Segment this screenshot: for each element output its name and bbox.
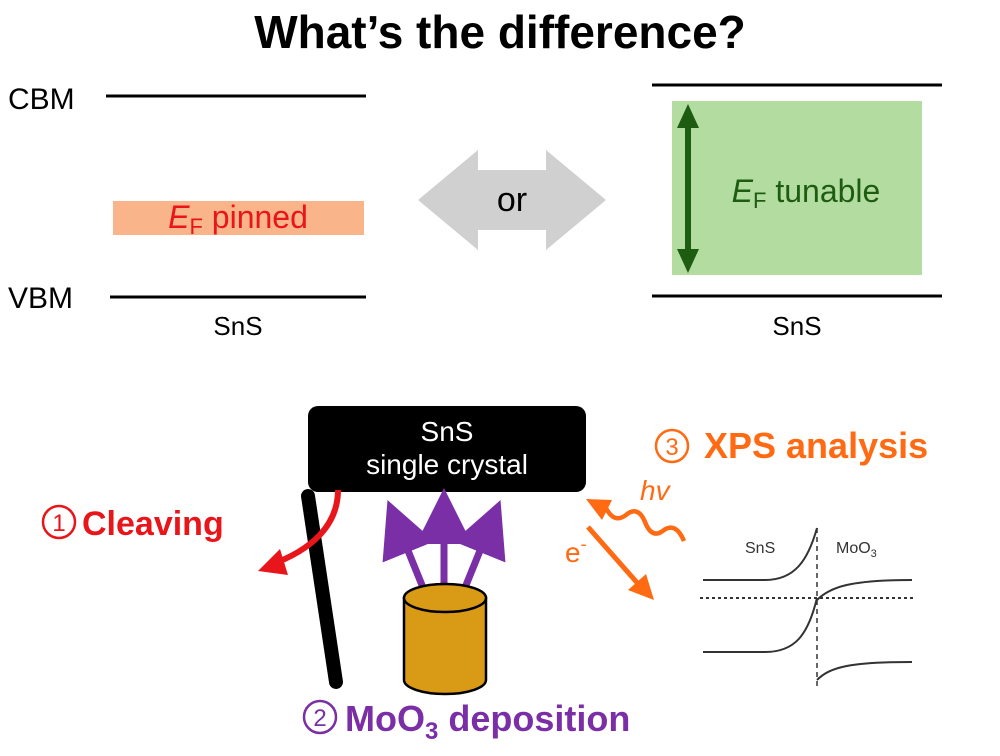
cbm-label: CBM xyxy=(8,83,75,116)
step1-circle xyxy=(41,504,77,540)
crystal-line2: single crystal xyxy=(366,449,528,480)
vbm-label: VBM xyxy=(8,282,73,315)
plot-label-sns: SnS xyxy=(745,540,775,557)
step1-label: Cleaving xyxy=(82,505,224,543)
electron-arrow-head xyxy=(628,574,654,600)
crystal-box: SnS single crystal xyxy=(308,406,586,492)
tunable-band xyxy=(672,101,922,275)
double-arrow: or xyxy=(418,150,606,250)
or-label: or xyxy=(497,181,527,219)
step3-number: 3 xyxy=(665,434,678,461)
crucible-body xyxy=(402,596,488,696)
crystal-line1: SnS xyxy=(421,416,474,447)
step3-circle xyxy=(654,428,690,464)
step2-label: MoO3 deposition xyxy=(345,698,630,745)
crucible-top xyxy=(402,582,488,614)
photon-label: hv xyxy=(640,475,672,506)
cleave-arrow-head xyxy=(258,549,288,575)
electron-label: e- xyxy=(565,534,587,568)
step2-number: 2 xyxy=(313,705,326,732)
valence-band-curve xyxy=(703,597,818,653)
crystal-rect xyxy=(308,406,586,492)
band-bending-plot: SnS MoO3 xyxy=(700,527,915,686)
right-material-label: SnS xyxy=(772,311,821,341)
cleaved-blade xyxy=(301,489,343,689)
left-material-label: SnS xyxy=(213,311,262,341)
electron-arrow xyxy=(586,525,642,588)
ef-pinned-label: EF pinned xyxy=(168,199,308,239)
photon-arrow-head xyxy=(586,499,612,520)
left-band-diagram: CBM EF pinned VBM SnS xyxy=(8,83,366,341)
ef-tunable-label: EF tunable xyxy=(732,173,881,213)
conduction-band-curve xyxy=(703,527,818,581)
double-arrow-shape xyxy=(418,150,606,250)
moo3-conduction-curve xyxy=(816,579,913,601)
photon-wave xyxy=(603,506,687,542)
step3-label: XPS analysis xyxy=(704,425,928,466)
step2-circle xyxy=(302,699,338,735)
moo3-valence-curve xyxy=(816,661,913,681)
page-title: What’s the difference? xyxy=(254,6,746,58)
plot-label-moo3: MoO3 xyxy=(836,540,877,560)
tunable-arrow-head-up xyxy=(677,104,699,128)
step1-number: 1 xyxy=(52,510,65,537)
pinned-band xyxy=(113,201,364,235)
step2-deposition: 2 MoO3 deposition xyxy=(302,488,630,745)
step1-cleaving: 1 Cleaving xyxy=(41,489,343,689)
step3-xps: 3 XPS analysis hv e- xyxy=(565,425,928,600)
tunable-arrow-head-down xyxy=(677,249,699,273)
right-band-diagram: EF tunable SnS xyxy=(652,83,942,341)
